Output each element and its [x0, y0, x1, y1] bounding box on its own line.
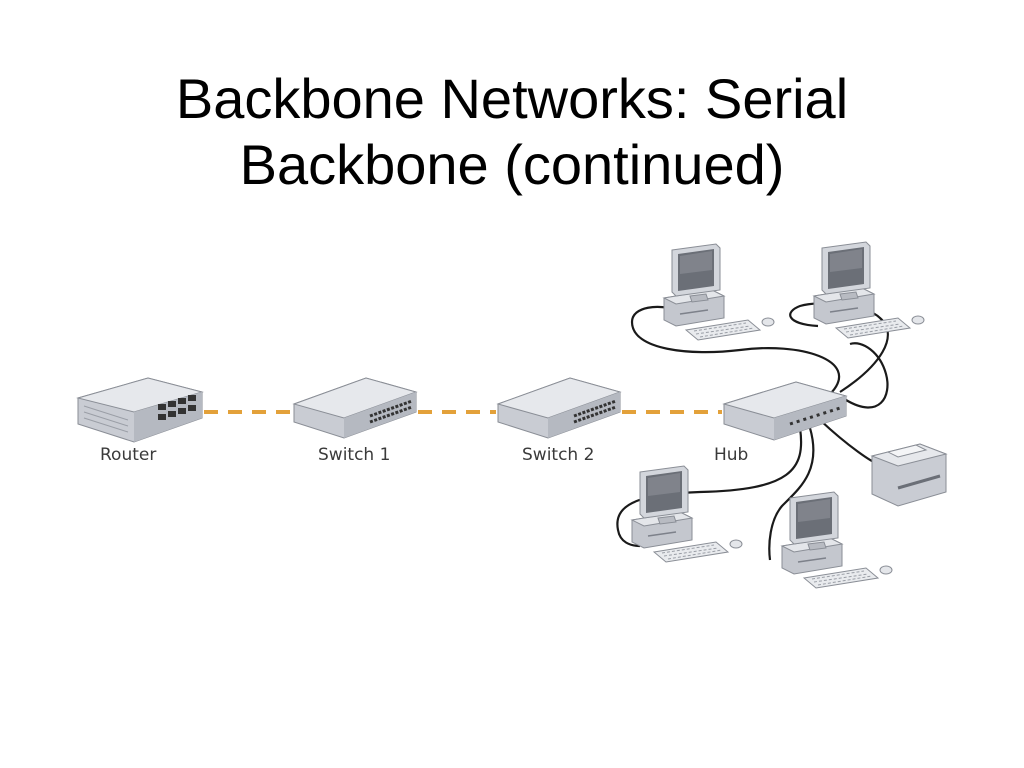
title-line-1: Backbone Networks: Serial [175, 66, 849, 130]
hub-device[interactable] [722, 381, 848, 441]
switch-2-device[interactable] [496, 377, 622, 439]
workstation-top-right[interactable] [813, 241, 925, 339]
printer-device[interactable] [870, 443, 948, 507]
title-line-2: Backbone (continued) [239, 132, 785, 196]
switch-1-device[interactable] [292, 377, 418, 439]
router-label: Router [100, 445, 156, 465]
hub-label: Hub [714, 445, 748, 465]
router-device[interactable] [76, 377, 204, 443]
switch-2-label: Switch 2 [522, 445, 594, 465]
slide-title: Backbone Networks: Serial Backbone (cont… [0, 66, 1024, 198]
workstation-bottom-right[interactable] [781, 491, 893, 589]
workstation-bottom-left[interactable] [631, 465, 743, 563]
switch-1-label: Switch 1 [318, 445, 390, 465]
workstation-top-left[interactable] [663, 243, 775, 341]
